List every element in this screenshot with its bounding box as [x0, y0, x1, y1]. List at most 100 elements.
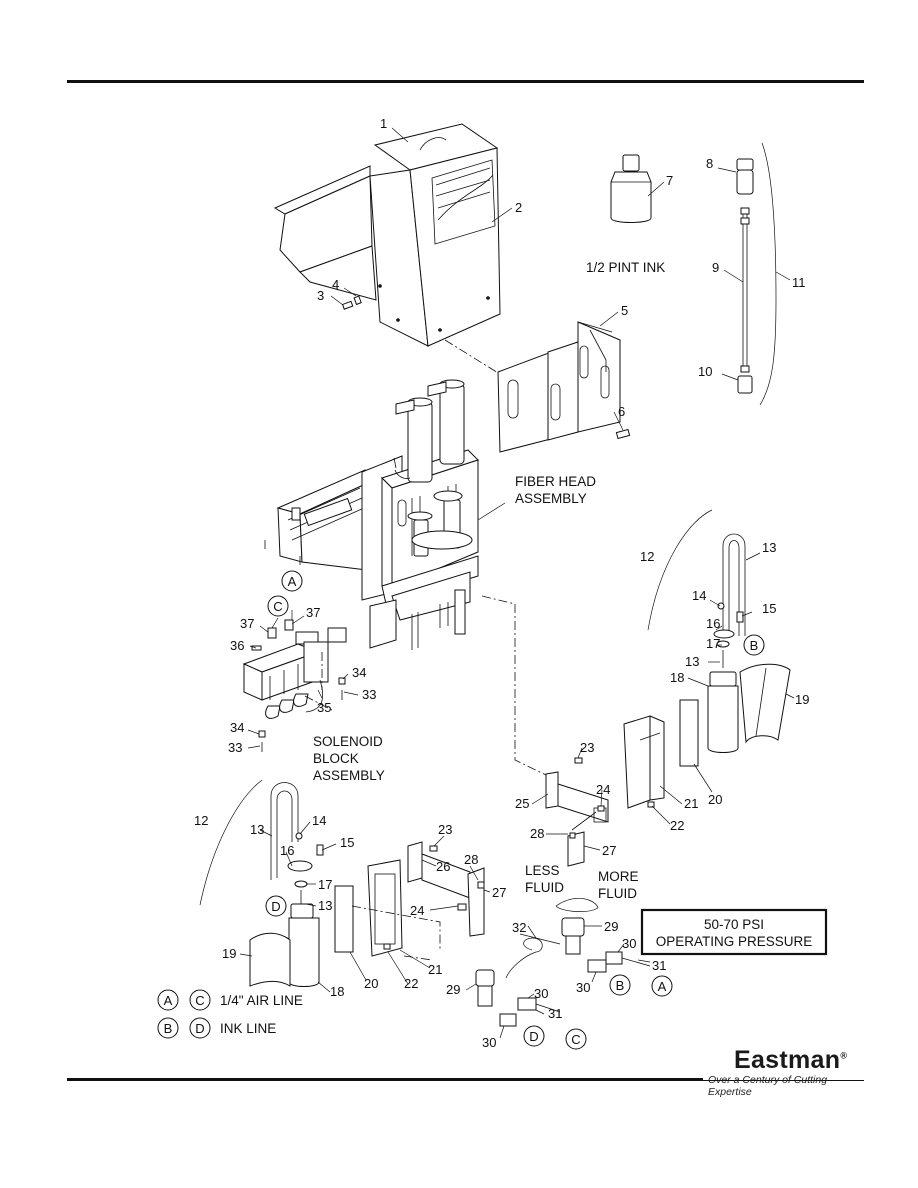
screw-34b	[258, 730, 266, 738]
svg-text:C: C	[571, 1032, 580, 1047]
pressure-label-2: OPERATING PRESSURE	[656, 934, 813, 949]
callout-17-left: 17	[318, 877, 332, 892]
callout-12-left: 12	[194, 813, 208, 828]
callout-36: 36	[230, 638, 244, 653]
line-letter-markers: A C B D B A D C	[265, 570, 765, 1050]
machine-cover	[273, 123, 501, 347]
ink-bottle	[610, 154, 652, 223]
brace-11	[759, 142, 777, 406]
callout-14-left: 14	[312, 813, 326, 828]
callout-17-right: 17	[706, 636, 720, 651]
leader-lines	[239, 127, 795, 1039]
legend-a-circle	[157, 989, 179, 1011]
marker-b-lower	[609, 974, 631, 996]
legend-c-circle	[189, 989, 211, 1011]
callout-22-right: 22	[670, 818, 684, 833]
callout-29-lower: 29	[446, 982, 460, 997]
header-rule	[67, 80, 864, 83]
callout-27-right: 27	[602, 843, 616, 858]
ink-size-label: 1/2 PINT INK	[586, 260, 665, 275]
brush-assembly	[736, 158, 754, 394]
brace-12b	[199, 779, 263, 906]
callout-18-right: 18	[670, 670, 684, 685]
callout-33-lower: 33	[228, 740, 242, 755]
callout-19-left: 19	[222, 946, 236, 961]
fluid-valve-upper	[555, 898, 599, 955]
svg-text:C: C	[273, 599, 282, 614]
line-legend: A C B D	[157, 989, 211, 1039]
svg-text:D: D	[529, 1029, 538, 1044]
fiber-head-label-2: ASSEMBLY	[515, 491, 587, 506]
callout-37-right: 37	[306, 605, 320, 620]
fitting-30b	[605, 951, 623, 965]
legend-d-circle	[189, 1017, 211, 1039]
callout-27-left: 27	[492, 885, 506, 900]
marker-c-lower	[565, 1028, 587, 1050]
callout-26: 26	[436, 859, 450, 874]
callout-13-left-tube: 13	[250, 822, 264, 837]
eastman-logo: Eastman® Over a Century of Cutting Exper…	[708, 1046, 868, 1098]
callout-1: 1	[380, 116, 387, 131]
callout-30-lower-right: 30	[534, 986, 548, 1001]
legend-ink-text: INK LINE	[220, 1021, 276, 1036]
screw-and-washer-3-4	[341, 295, 362, 310]
brand-name: Eastman®	[734, 1046, 848, 1074]
callout-34-lower: 34	[230, 720, 244, 735]
mounting-bracket	[497, 321, 621, 453]
svg-text:B: B	[750, 638, 759, 653]
pressure-label-1: 50-70 PSI	[704, 917, 764, 932]
callout-23-right: 23	[580, 740, 594, 755]
svg-text:D: D	[271, 899, 280, 914]
callout-19-right: 19	[795, 692, 809, 707]
callout-32: 32	[512, 920, 526, 935]
ink-tank-right	[707, 533, 791, 753]
svg-text:A: A	[288, 574, 297, 589]
callout-10: 10	[698, 364, 712, 379]
marker-a-lower	[651, 975, 673, 997]
callout-31-upper: 31	[652, 958, 666, 973]
callout-16-right: 16	[706, 616, 720, 631]
callout-24-left: 24	[410, 903, 424, 918]
callout-13-right-tube: 13	[762, 540, 776, 555]
callout-21-left: 21	[428, 962, 442, 977]
bracket-parts-left	[334, 841, 485, 957]
callout-30-lower-left: 30	[482, 1035, 496, 1050]
callout-numbers: 1 2 3 4 5 6 7 8 9 10 11 12 13 14 15 16 1…	[194, 116, 809, 1050]
callout-7: 7	[666, 173, 673, 188]
callout-6: 6	[618, 404, 625, 419]
callout-33-upper: 33	[362, 687, 376, 702]
svg-text:C: C	[195, 993, 204, 1008]
marker-d-upper	[265, 895, 287, 917]
solenoid-label-1: SOLENOID	[313, 734, 383, 749]
marker-a-upper	[281, 570, 303, 592]
callout-30-upper-right: 30	[622, 936, 636, 951]
fluid-valve-lower	[475, 969, 495, 1007]
brand-tagline: Over a Century of Cutting Expertise	[708, 1074, 828, 1098]
pressure-box	[640, 908, 828, 956]
less-fluid-label-1: LESS	[525, 863, 560, 878]
callout-21-right: 21	[684, 796, 698, 811]
callout-9: 9	[712, 260, 719, 275]
marker-d-lower	[523, 1025, 545, 1047]
fiber-head-assembly	[276, 379, 479, 650]
callout-2: 2	[515, 200, 522, 215]
less-fluid-label-2: FLUID	[525, 880, 564, 895]
svg-text:A: A	[658, 979, 667, 994]
callout-13-left: 13	[318, 898, 332, 913]
callout-20-left: 20	[364, 976, 378, 991]
callout-28-right: 28	[530, 826, 544, 841]
solenoid-block-assembly	[242, 619, 347, 719]
callout-22-left: 22	[404, 976, 418, 991]
tube-32	[505, 937, 543, 979]
more-fluid-label-1: MORE	[598, 869, 639, 884]
callout-31-lower: 31	[548, 1006, 562, 1021]
more-fluid-label-2: FLUID	[598, 886, 637, 901]
callout-15-left: 15	[340, 835, 354, 850]
bracket-parts-right	[545, 699, 699, 867]
ink-tank-left	[249, 782, 324, 987]
callout-30-upper-left: 30	[576, 980, 590, 995]
callout-24-right: 24	[596, 782, 610, 797]
solenoid-label-3: ASSEMBLY	[313, 768, 385, 783]
legend-b-circle	[157, 1017, 179, 1039]
callout-14-right: 14	[692, 588, 706, 603]
